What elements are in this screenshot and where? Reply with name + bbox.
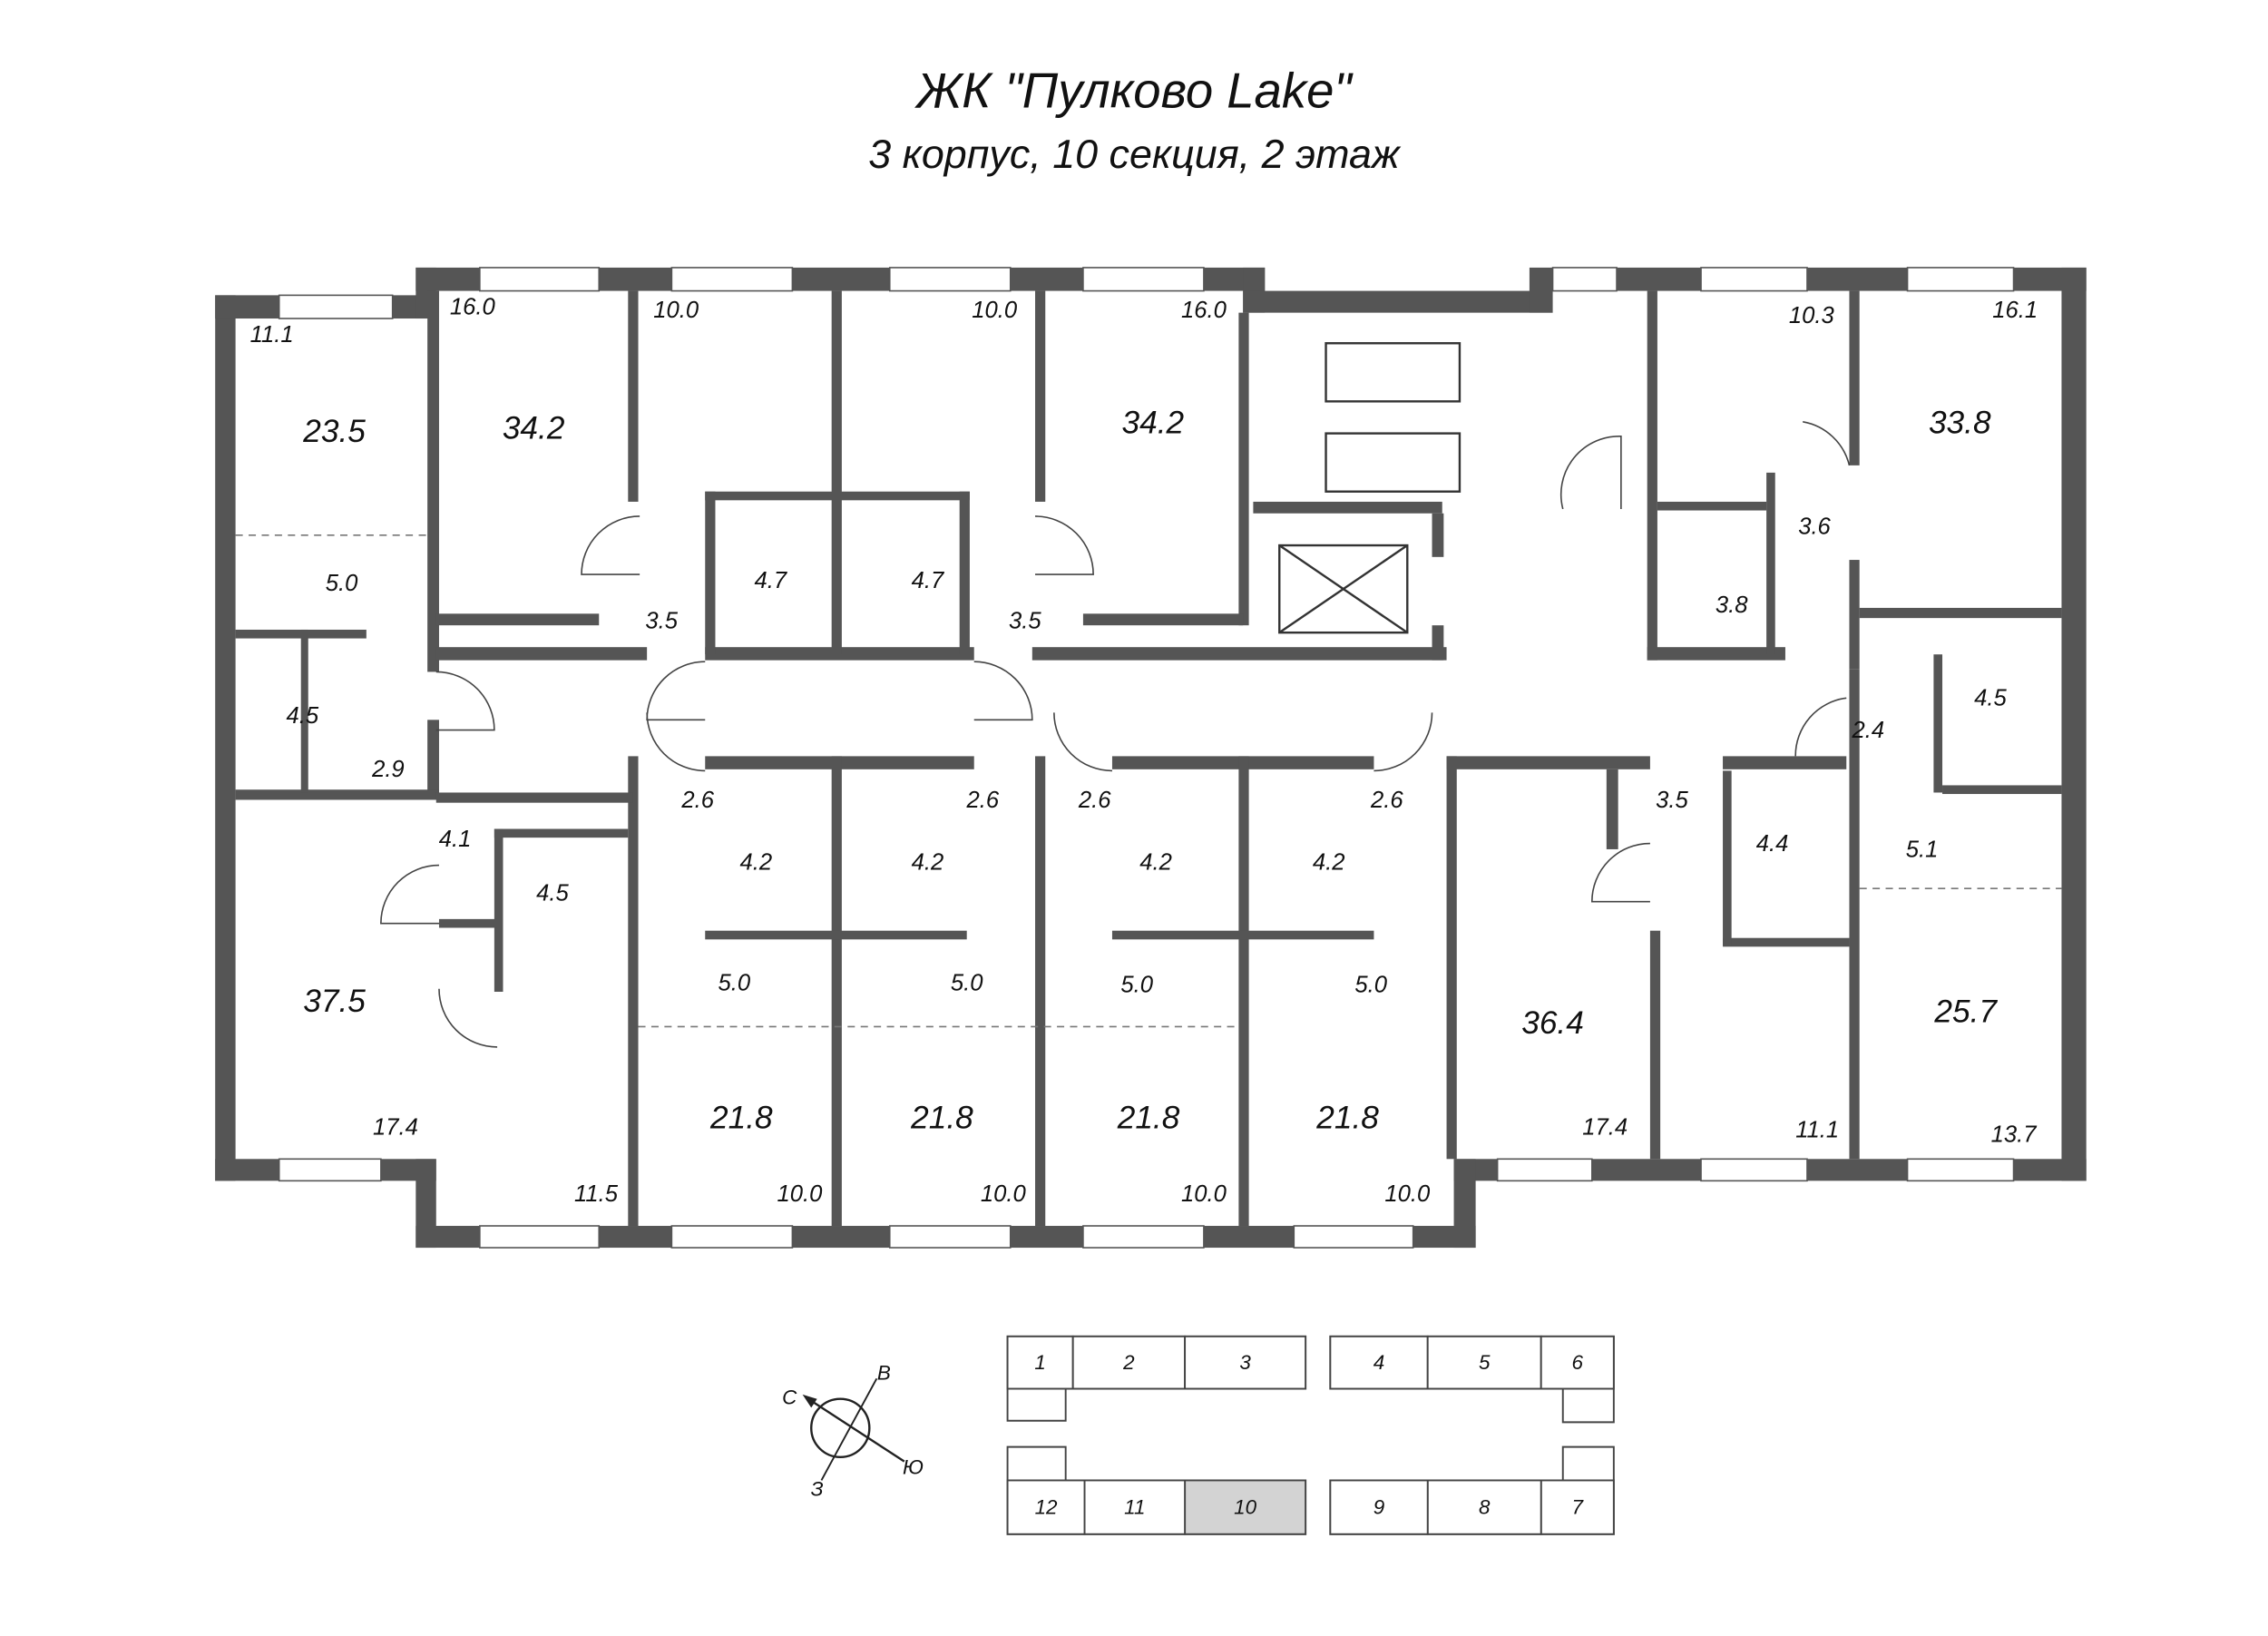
room-area: 2.6 [1370, 788, 1403, 813]
key-plan-section-2 [1071, 1335, 1187, 1390]
room-area: 17.4 [1582, 1114, 1628, 1140]
room-area: 4.2 [912, 850, 944, 876]
key-plan-section-label: 10 [1234, 1496, 1256, 1519]
room-area: 2.9 [371, 757, 405, 782]
key-plan-section-11 [1083, 1479, 1187, 1535]
room-area: 3.5 [645, 609, 678, 634]
compass-west: З [811, 1478, 824, 1501]
room-total-area: 25.7 [1933, 994, 1998, 1029]
room-area: 5.0 [951, 971, 983, 996]
key-plan-section-label: 6 [1572, 1351, 1584, 1374]
room-area: 4.5 [287, 703, 319, 729]
room-area: 10.0 [777, 1181, 823, 1207]
room-area: 11.1 [250, 322, 294, 348]
room-area: 4.2 [740, 850, 773, 876]
room-area: 10.0 [981, 1181, 1027, 1207]
key-plan-section-9 [1329, 1479, 1429, 1535]
room-area: 3.8 [1716, 593, 1748, 618]
room-area: 4.5 [536, 880, 569, 906]
key-plan-section-label: 11 [1124, 1496, 1145, 1519]
building-walls [215, 267, 2087, 1249]
key-plan-section-5 [1426, 1335, 1542, 1390]
room-area: 17.4 [373, 1114, 418, 1140]
room-total-area: 34.2 [1122, 405, 1185, 440]
key-plan-section-label: 12 [1035, 1496, 1058, 1519]
page-subtitle: 3 корпус, 10 секция, 2 этаж [868, 131, 1402, 177]
room-area: 5.1 [1906, 837, 1939, 862]
room-area-labels: 11.1 23.5 5.0 4.5 2.9 4.1 4.5 37.5 17.4 11.5 16.0 3… [250, 295, 2038, 1208]
room-area: 4.5 [1974, 686, 2007, 711]
key-plan-section-4 [1329, 1335, 1429, 1390]
room-dividers [235, 534, 2062, 1028]
room-area: 10.0 [1181, 1181, 1227, 1207]
compass-north: С [782, 1386, 797, 1409]
room-area: 2.6 [1078, 788, 1111, 813]
room-total-area: 23.5 [302, 414, 366, 449]
room-area: 16.0 [450, 295, 496, 320]
room-area: 4.7 [912, 568, 945, 593]
elevator-shaft [1278, 544, 1409, 634]
north-arrow-icon [802, 1394, 817, 1408]
key-plan-section-7 [1540, 1479, 1615, 1535]
room-area: 5.0 [1120, 972, 1153, 997]
room-area: 4.2 [1313, 850, 1345, 876]
room-area: 10.0 [1384, 1181, 1431, 1207]
compass: С В Ю З [782, 1361, 924, 1500]
room-area: 2.6 [966, 788, 1000, 813]
room-area: 10.0 [972, 298, 1018, 323]
key-plan-section-6 [1540, 1335, 1615, 1390]
room-total-area: 34.2 [503, 411, 565, 446]
room-area: 2.6 [680, 788, 714, 813]
key-plan-section-label: 9 [1374, 1496, 1385, 1519]
room-area: 3.6 [1798, 514, 1831, 540]
key-plan-section-12 [1006, 1479, 1086, 1535]
compass-south: Ю [903, 1456, 924, 1479]
room-area: 4.4 [1756, 831, 1789, 857]
room-total-area: 21.8 [1117, 1100, 1180, 1135]
room-area: 2.4 [1851, 718, 1884, 743]
key-plan-section-3 [1184, 1335, 1307, 1390]
room-area: 3.5 [1656, 788, 1688, 813]
key-plan-section-label: 7 [1572, 1496, 1585, 1519]
room-area: 3.5 [1009, 609, 1041, 634]
page-title: ЖК "Пулково Lake" [914, 64, 1354, 119]
room-area: 5.0 [326, 571, 358, 596]
room-area: 13.7 [1991, 1122, 2038, 1147]
room-total-area: 21.8 [709, 1100, 773, 1135]
room-area: 16.0 [1181, 298, 1227, 323]
room-area: 10.3 [1789, 303, 1835, 328]
room-area: 16.1 [1992, 298, 2038, 323]
room-area: 11.5 [574, 1181, 619, 1207]
room-area: 4.2 [1139, 850, 1172, 876]
doors [380, 421, 1851, 1048]
room-area: 4.1 [439, 827, 472, 852]
room-total-area: 33.8 [1929, 405, 1991, 440]
stairs [1325, 342, 1461, 493]
key-plan-section-label: 5 [1479, 1351, 1491, 1374]
key-plan-section-label: 4 [1374, 1351, 1384, 1374]
room-area: 10.0 [653, 298, 699, 323]
room-area: 5.0 [1354, 972, 1387, 997]
key-plan-section-label: 1 [1034, 1351, 1045, 1374]
room-area: 4.7 [755, 568, 788, 593]
key-plan-section-8 [1426, 1479, 1542, 1535]
key-plan-section-label: 3 [1239, 1351, 1251, 1374]
room-total-area: 36.4 [1521, 1005, 1584, 1041]
room-total-area: 21.8 [910, 1100, 973, 1135]
room-total-area: 37.5 [303, 984, 366, 1019]
room-total-area: 21.8 [1315, 1100, 1379, 1135]
room-area: 5.0 [718, 971, 750, 996]
key-plan-section-1 [1006, 1335, 1074, 1390]
key-plan-section-label: 2 [1122, 1351, 1135, 1374]
key-plan-section-10 [1184, 1479, 1307, 1535]
compass-east: В [877, 1361, 891, 1384]
room-area: 11.1 [1795, 1118, 1839, 1143]
key-plan-section-label: 8 [1479, 1496, 1491, 1519]
